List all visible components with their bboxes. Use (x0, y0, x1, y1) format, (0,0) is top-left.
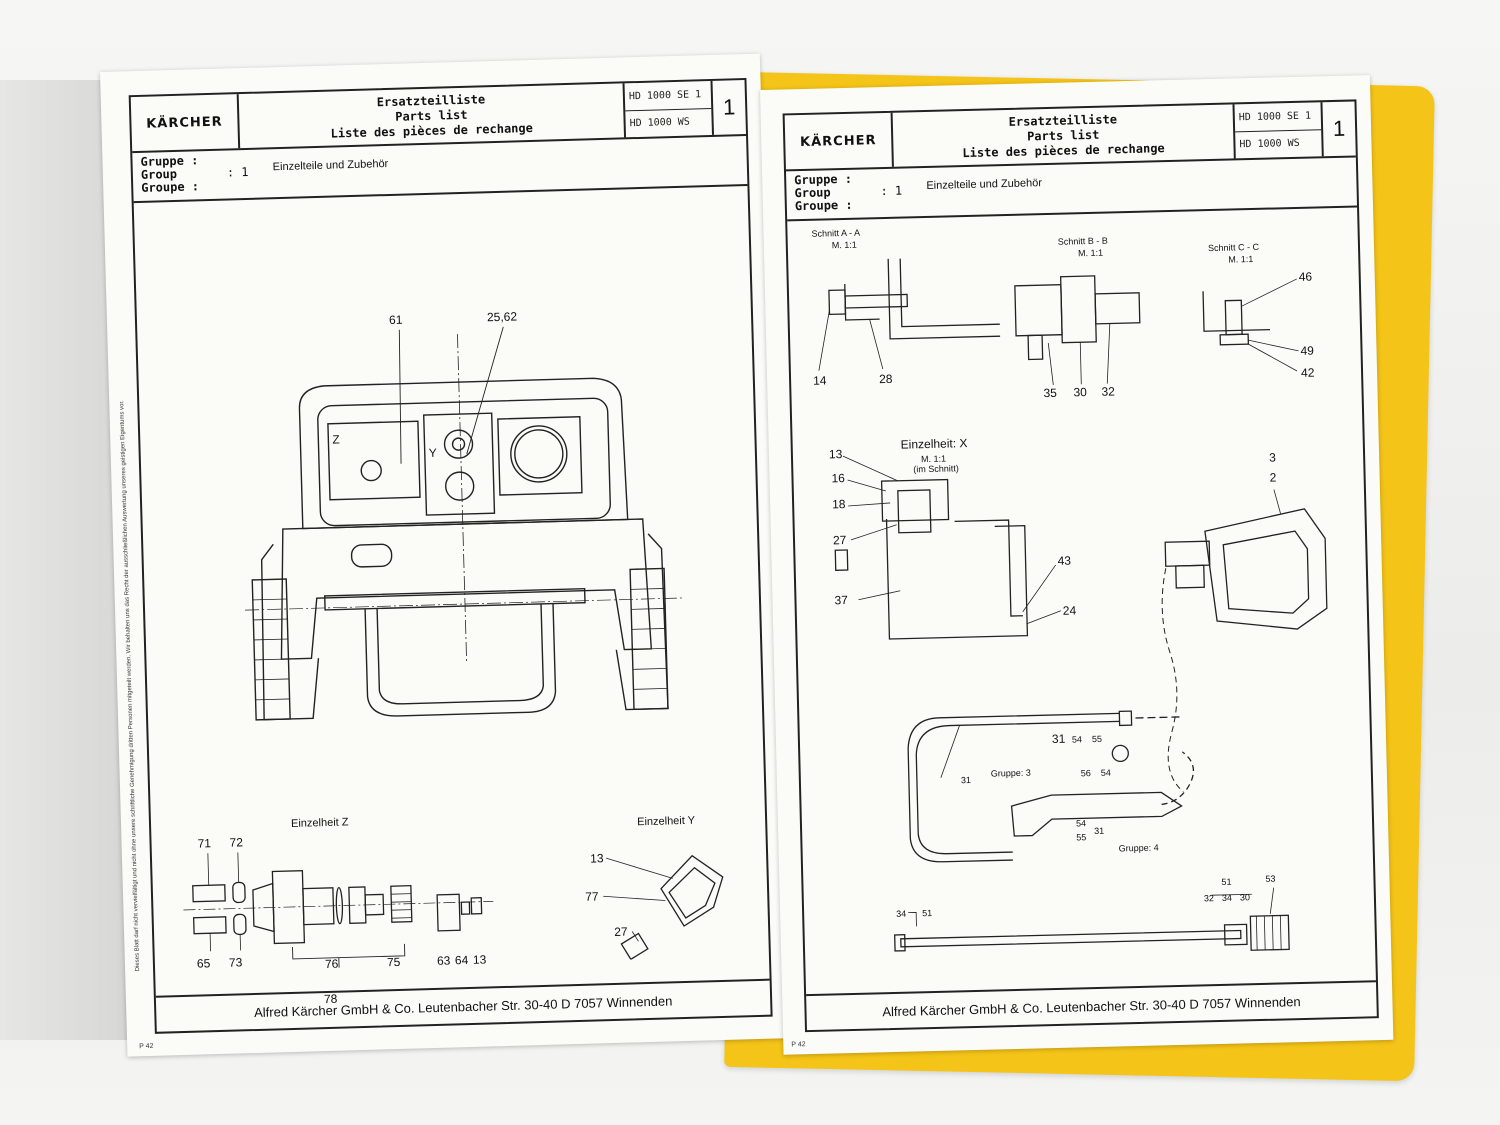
title-stack-right: Ersatzteilliste Parts list Liste des piè… (892, 104, 1236, 167)
section-b-scale: M. 1:1 (1078, 248, 1103, 259)
model-block-right: HD 1000 SE 1 HD 1000 WS (1234, 102, 1324, 159)
group-value: : 1 (226, 164, 249, 180)
callout-42: 42 (1301, 366, 1315, 380)
sheet-number-right: 1 (1332, 115, 1346, 142)
callout-73: 73 (229, 955, 243, 969)
title-de-right: Ersatzteilliste (1008, 111, 1118, 129)
detail-z-title: Einzelheit Z (291, 816, 349, 830)
group-name: Einzelteile und Zubehör (272, 157, 389, 174)
group-name-right: Einzelteile und Zubehör (926, 177, 1043, 192)
section-c-title: Schnitt C - C (1208, 242, 1260, 253)
model-2: HD 1000 WS (629, 116, 691, 130)
callout-30: 30 (1073, 385, 1087, 399)
callout-25-62: 25,62 (487, 309, 518, 324)
callout-16: 16 (831, 471, 845, 485)
callout-43: 43 (1057, 554, 1071, 568)
callout-51-a: 51 (922, 908, 932, 918)
detail-y-title: Einzelheit Y (637, 815, 696, 829)
callout-53: 53 (1265, 874, 1275, 884)
drawing-frame-right: KÄRCHER Ersatzteilliste Parts list Liste… (782, 99, 1379, 1033)
copyright-note: Dieses Blatt darf nicht vervielfältigt u… (119, 400, 142, 972)
machine-front-drawing: 61 25,62 Z Y Einzelheit Z (183, 309, 724, 973)
callout-77: 77 (585, 889, 599, 903)
page-reference-right: P 42 (791, 1041, 806, 1049)
callout-z: Z (332, 432, 340, 446)
section-a-title: Schnitt A - A (811, 228, 860, 239)
model-block: HD 1000 SE 1 HD 1000 WS (624, 80, 714, 138)
title-fr: Liste des pièces de rechange (330, 120, 534, 141)
drawing-frame: KÄRCHER Ersatzteilliste Parts list Liste… (128, 77, 773, 1034)
parts-list-page-left: Dieses Blatt darf nicht vervielfältigt u… (100, 53, 788, 1057)
callout-71: 71 (197, 836, 211, 850)
callout-54-c: 54 (1076, 818, 1086, 828)
footer-address: Alfred Kärcher GmbH & Co. Leutenbacher S… (155, 978, 771, 1032)
callout-46: 46 (1299, 270, 1313, 284)
group-label-fr-right: Groupe : (794, 197, 853, 214)
section-c-scale: M. 1:1 (1228, 254, 1253, 265)
callout-13-z: 13 (473, 953, 487, 967)
detail-x-scale: M. 1:1 (921, 454, 946, 465)
model-1: HD 1000 SE 1 (624, 80, 712, 111)
callout-49: 49 (1300, 344, 1314, 358)
callout-14: 14 (813, 373, 827, 387)
callout-27-x: 27 (833, 533, 847, 547)
callout-32-b: 32 (1204, 893, 1214, 903)
callout-3: 3 (1269, 451, 1276, 465)
brand-logo-right: KÄRCHER (784, 112, 894, 170)
gruppe-3: Gruppe: 3 (991, 768, 1031, 779)
callout-18: 18 (832, 497, 846, 511)
callout-75: 75 (387, 955, 401, 969)
callout-61: 61 (389, 313, 403, 327)
footer-address-right: Alfred Kärcher GmbH & Co. Leutenbacher S… (806, 980, 1377, 1031)
section-details-drawing: Schnitt A - A M. 1:1 14 28 Schnitt B - B… (811, 228, 1328, 952)
model-1-right: HD 1000 SE 1 (1234, 102, 1322, 132)
callout-32: 32 (1101, 384, 1115, 398)
callout-37: 37 (834, 593, 848, 607)
callout-y: Y (429, 446, 437, 460)
callout-31-a: 31 (1052, 732, 1066, 746)
callout-30-b: 30 (1240, 892, 1250, 902)
callout-13-y: 13 (590, 851, 604, 865)
page-reference: P 42 (139, 1042, 154, 1051)
callout-51-b: 51 (1221, 877, 1231, 887)
callout-13-x: 13 (829, 447, 843, 461)
callout-31-b: 31 (961, 775, 971, 785)
callout-63: 63 (437, 954, 451, 968)
callout-31-c: 31 (1094, 826, 1104, 836)
detail-x-title: Einzelheit: X (901, 436, 968, 452)
callout-27-y: 27 (614, 925, 628, 939)
title-fr-right: Liste des pièces de rechange (962, 140, 1165, 160)
parts-list-page-right: P 42 KÄRCHER Ersatzteilliste Parts list … (760, 75, 1394, 1055)
callout-56: 56 (1081, 768, 1091, 778)
callout-24: 24 (1063, 603, 1077, 617)
callout-54-a: 54 (1072, 734, 1082, 744)
section-b-title: Schnitt B - B (1058, 236, 1108, 247)
section-a-scale: M. 1:1 (832, 240, 857, 251)
callout-55-c: 55 (1076, 832, 1086, 842)
model-2-right: HD 1000 WS (1239, 138, 1300, 151)
gruppe-4: Gruppe: 4 (1119, 842, 1159, 853)
group-value-right: : 1 (880, 183, 903, 199)
callout-65: 65 (197, 956, 211, 970)
title-de: Ersatzteilliste (376, 91, 486, 109)
callout-34: 34 (896, 909, 906, 919)
callout-28: 28 (879, 372, 893, 386)
callout-2: 2 (1269, 470, 1276, 484)
callout-72: 72 (229, 835, 243, 849)
callout-35: 35 (1043, 386, 1057, 400)
callout-54-b: 54 (1101, 768, 1111, 778)
callout-55-a: 55 (1092, 734, 1102, 744)
callout-76: 76 (325, 957, 339, 971)
callout-64: 64 (455, 953, 469, 967)
detail-x-note: (im Schnitt) (913, 463, 959, 474)
group-label-fr: Groupe : (141, 179, 200, 195)
brand-logo: KÄRCHER (130, 94, 241, 152)
sheet-number: 1 (722, 94, 736, 120)
callout-34-b: 34 (1222, 893, 1232, 903)
